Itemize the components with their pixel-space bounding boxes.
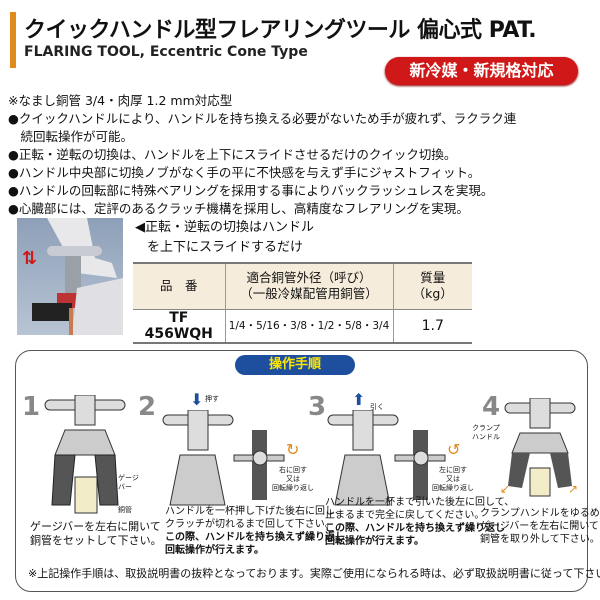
page-subtitle: FLARING TOOL, Eccentric Cone Type <box>24 44 308 60</box>
step-number: 4 <box>482 392 501 422</box>
action-label: 引く <box>370 403 384 411</box>
rotate-label: 右に回す又は回転繰り返し <box>272 466 314 492</box>
step2-detail <box>233 430 285 500</box>
label-gauge: ゲージバー <box>118 474 139 491</box>
step2-illustration <box>162 410 234 506</box>
caption-line: ◀正転・逆転の切換はハンドル <box>135 220 314 235</box>
label-pipe: 銅管 <box>118 506 132 514</box>
note: ※なまし銅管 3/4・肉厚 1.2 mm対応型 <box>8 93 233 108</box>
svg-text:↙: ↙ <box>500 482 510 496</box>
step-number: 2 <box>138 392 157 422</box>
rotate-arrow-icon: ↻ <box>286 440 300 459</box>
caption-line: を上下にスライドするだけ <box>147 240 304 255</box>
step-text: ハンドルを一杯押し下げた後右に回し、クラッチが切れるまで回して下さい。この際、ハ… <box>165 506 345 556</box>
label-clamp-handle: クランプハンドル <box>472 424 500 441</box>
up-arrow-icon: ⬆ <box>352 390 366 409</box>
feature-item: 続回転操作が可能。 <box>8 129 134 144</box>
step-text: ハンドルを一杯まで引いた後左に回して、止まるまで完全に戻してください。この際、ハ… <box>325 497 515 547</box>
step-text: ゲージバーを左右に開いて銅管をセットして下さい。 <box>30 520 162 547</box>
down-arrow-icon: ⬇ <box>190 390 204 409</box>
feature-list: ※なまし銅管 3/4・肉厚 1.2 mm対応型 ●クイックハンドルにより、ハンド… <box>8 92 598 218</box>
up-down-arrow-icon: ⇅ <box>22 248 38 269</box>
cell-part-number: TF 456WQH <box>133 308 225 344</box>
cell-weight: 1.7 <box>392 308 472 344</box>
cell-pipe-size: 1/4・5/16・3/8・1/2・5/8・3/4 <box>224 308 393 344</box>
feature-item: ●ハンドル中央部に切換ノブがなく手の平に不快感を与えず手にジャストフィット。 <box>8 165 481 180</box>
header-part-number: 品 番 <box>133 263 225 309</box>
new-refrigerant-badge: 新冷媒・新規格対応 <box>385 57 578 85</box>
step-number: 1 <box>22 392 41 422</box>
feature-item: ●正転・逆転の切換は、ハンドルを上下にスライドさせるだけのクイック切換。 <box>8 147 457 162</box>
photo-caption: ◀正転・逆転の切換はハンドル を上下にスライドするだけ <box>135 218 314 258</box>
rotate-label: 左に回す又は回転繰り返し <box>432 466 474 492</box>
step-text: クランプハンドルをゆるめてゲージバーを左右に開いて銅管を取り外して下さい。 <box>480 508 600 545</box>
procedure-footnote: ※上記操作手順は、取扱説明書の抜粋となっております。実際ご使用になられる時は、必… <box>28 567 600 580</box>
table-header-row: 品 番 適合銅管外径（呼び）（一般冷媒配管用銅管） 質量（kg） <box>133 263 472 309</box>
header-weight: 質量（kg） <box>392 263 472 309</box>
step1-illustration <box>44 395 126 514</box>
feature-item: ●クイックハンドルにより、ハンドルを持ち換える必要がないため手が疲れず、ラクラク… <box>8 111 517 126</box>
step4-illustration: ↙↗ <box>500 398 578 497</box>
rotate-arrow-icon: ↺ <box>447 440 461 459</box>
svg-text:↗: ↗ <box>568 482 578 496</box>
action-label: 押す <box>205 395 219 403</box>
spec-table: 品 番 適合銅管外径（呼び）（一般冷媒配管用銅管） 質量（kg） TF 456W… <box>133 262 472 344</box>
procedure-title: 操作手順 <box>235 355 355 375</box>
header-pipe-size: 適合銅管外径（呼び）（一般冷媒配管用銅管） <box>224 263 393 309</box>
step3-illustration <box>327 410 399 506</box>
table-row: TF 456WQH 1/4・5/16・3/8・1/2・5/8・3/4 1.7 <box>133 308 472 344</box>
procedure-panel <box>15 350 588 592</box>
page-title: クイックハンドル型フレアリングツール 偏心式 PAT. <box>24 18 537 43</box>
feature-item: ●心臓部には、定評のあるクラッチ機構を採用し、高精度なフレアリングを実現。 <box>8 201 469 216</box>
title-accent-bar <box>10 12 16 68</box>
step3-detail <box>394 430 446 500</box>
tool-in-hand-image <box>32 218 123 335</box>
product-photo: ⇅ <box>17 218 123 335</box>
step-number: 3 <box>308 392 327 422</box>
feature-item: ●ハンドルの回転部に特殊ベアリングを採用する事によりバックラッシュレスを実現。 <box>8 183 494 198</box>
